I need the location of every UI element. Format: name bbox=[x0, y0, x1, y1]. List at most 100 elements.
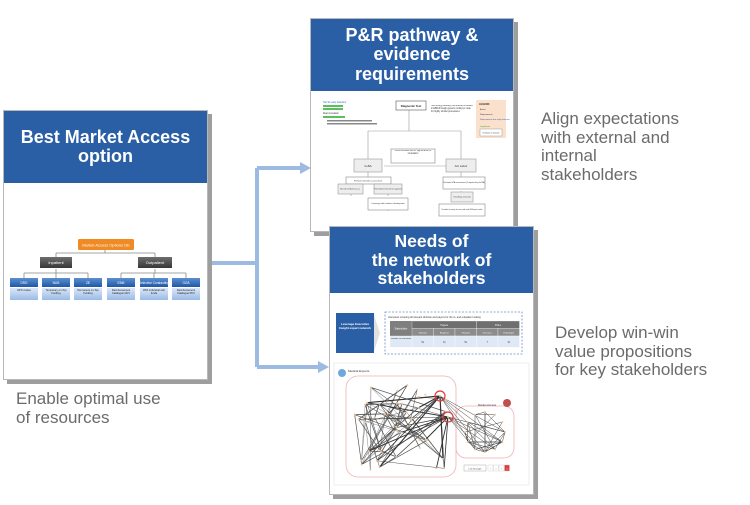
network-node bbox=[474, 448, 476, 451]
flow-node-label: AG Labor bbox=[455, 164, 468, 168]
network-link bbox=[396, 389, 418, 422]
network-node bbox=[416, 388, 419, 391]
table-caption: Interviews covering all relevant clinici… bbox=[388, 316, 481, 319]
org-leaf-head bbox=[10, 278, 38, 287]
org-root-box bbox=[78, 239, 134, 250]
table-row-label: Number of interviews bbox=[390, 337, 412, 340]
network-node bbox=[418, 446, 421, 449]
flow-node-aglabor bbox=[445, 158, 477, 173]
org-leaf-body bbox=[107, 288, 135, 300]
network-node bbox=[378, 449, 381, 452]
card-best-market-access: Best Market Access option Market Access … bbox=[3, 110, 208, 380]
flow-note: Real innovation bbox=[323, 112, 340, 115]
network-node bbox=[435, 467, 438, 470]
leverage-box bbox=[336, 313, 374, 353]
org-leaf-body-label: Reimbursement Catalogue PKV bbox=[176, 289, 196, 296]
org-leaf-head bbox=[107, 278, 135, 287]
network-node bbox=[360, 463, 363, 466]
network-link bbox=[354, 414, 362, 465]
org-leaf-body-label: With individual sick funds bbox=[143, 289, 165, 296]
org-leaf-body bbox=[42, 288, 70, 300]
network-node bbox=[395, 402, 398, 405]
network-link bbox=[379, 403, 397, 428]
flow-node-label: G-BA consults BA on significance of inno… bbox=[394, 150, 432, 155]
flow-node-label: Performs HTA assessment (if required by … bbox=[443, 181, 485, 184]
network-link bbox=[374, 417, 397, 457]
table-column-header: Hospital bbox=[462, 332, 470, 335]
table-column-header: Regional bbox=[440, 333, 449, 335]
flow-node bbox=[438, 203, 486, 217]
flow-node bbox=[337, 183, 364, 195]
network-link bbox=[410, 395, 441, 420]
org-leaf-head bbox=[140, 278, 168, 287]
network-node bbox=[364, 421, 367, 424]
network-node bbox=[398, 402, 401, 405]
org-leaf-body-label: OPS Codes bbox=[17, 289, 31, 292]
network-link bbox=[379, 440, 428, 468]
network-link bbox=[439, 395, 444, 459]
network-link bbox=[361, 395, 441, 465]
network-link bbox=[379, 395, 441, 468]
legend-item: Requirements test early detection bbox=[480, 118, 510, 121]
network-link bbox=[447, 416, 476, 450]
table-column-header: National bbox=[419, 332, 428, 335]
network-node bbox=[369, 468, 372, 471]
legend-title: LEGEND bbox=[479, 103, 490, 106]
network-node bbox=[439, 395, 441, 397]
org-group-inpatient bbox=[40, 257, 72, 268]
card-stakeholder-network: Needs of the network of stakeholders Lev… bbox=[329, 226, 534, 495]
link-strength-level[interactable] bbox=[487, 464, 494, 472]
card-title: Best Market Access option bbox=[20, 126, 191, 166]
legend-item: Requirements bbox=[480, 113, 492, 116]
flow-note: Tool for early detection bbox=[323, 101, 347, 104]
network-graph bbox=[353, 384, 506, 471]
flow-note-line bbox=[327, 120, 372, 122]
network-node bbox=[494, 448, 496, 451]
table-value: 5x bbox=[464, 341, 467, 344]
card-title: Needs of the network of stakeholders bbox=[371, 230, 492, 289]
network-link bbox=[368, 432, 402, 452]
org-leaf-body-label: Permanent on-Top Funding bbox=[77, 289, 99, 296]
network-node bbox=[364, 403, 367, 406]
network-link bbox=[379, 456, 397, 468]
network-node bbox=[380, 450, 383, 453]
network-node bbox=[474, 413, 476, 416]
network-node bbox=[504, 431, 506, 433]
network-node bbox=[373, 416, 376, 419]
org-leaf-body bbox=[10, 288, 38, 300]
flow-node-label: Potential for benefit recognized bbox=[374, 188, 402, 191]
network-link bbox=[361, 390, 398, 465]
network-link bbox=[474, 414, 496, 450]
network-link bbox=[467, 414, 496, 443]
link-strength-level[interactable] bbox=[493, 464, 499, 472]
link-strength-level[interactable] bbox=[504, 464, 510, 472]
pr-flowchart: Diagnostic Test Tool for early detection… bbox=[323, 100, 510, 217]
network-link bbox=[387, 413, 444, 459]
stakeholder-panel: Leverage Executive Insight expert networ… bbox=[333, 311, 530, 486]
link-strength-level-label: 4 bbox=[506, 468, 508, 470]
network-link bbox=[370, 387, 446, 412]
table-value: 7 bbox=[487, 341, 489, 344]
network-link bbox=[361, 384, 408, 461]
network-node bbox=[400, 402, 403, 405]
network-node bbox=[386, 412, 389, 415]
link-strength-level[interactable] bbox=[498, 464, 505, 472]
flow-node-label: Benefit attributed (+/-) bbox=[340, 188, 360, 191]
org-leaf-body bbox=[140, 288, 168, 300]
org-leaf-body bbox=[74, 288, 102, 300]
org-chart: Market Access Options DE Inpatient Outpa… bbox=[10, 239, 200, 300]
org-group-label: Inpatient bbox=[48, 260, 64, 265]
legend-item: Legal basis bbox=[480, 126, 490, 128]
network-link bbox=[467, 441, 496, 450]
flow-note-green bbox=[323, 108, 343, 110]
table-column-header: Clinicians bbox=[483, 333, 493, 335]
network-link bbox=[364, 404, 426, 440]
network-frame bbox=[333, 362, 530, 486]
flow-node-gba bbox=[353, 158, 383, 173]
card-title-bar: Best Market Access option bbox=[4, 111, 207, 183]
flow-node bbox=[345, 176, 392, 185]
network-node bbox=[466, 421, 469, 423]
org-group-label: Outpatient bbox=[146, 260, 165, 265]
network-node bbox=[393, 430, 396, 433]
table-row-label-cell bbox=[389, 335, 413, 348]
